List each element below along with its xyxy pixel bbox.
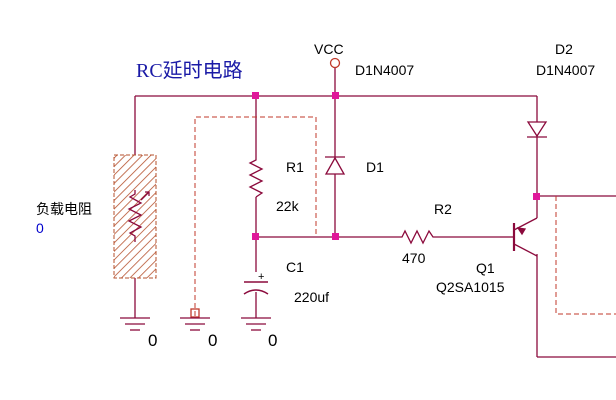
node-r1-top (252, 92, 259, 99)
d2-name: D2 (555, 41, 573, 57)
c1-capacitor (243, 281, 269, 295)
load-resistor (113, 154, 157, 279)
node-d2-bottom (533, 193, 540, 200)
circuit-title: RC延时电路 (136, 59, 243, 82)
load-resistor-name: 负载电阻 (36, 201, 92, 217)
d1-name: D1 (366, 159, 384, 175)
dashed-outlines (194, 116, 616, 316)
vcc-label: VCC (314, 41, 344, 57)
r1-resistor (248, 156, 264, 198)
d2-part-label: D1N4007 (536, 62, 595, 78)
load-resistor-body (113, 154, 157, 279)
ground-load-icon (120, 317, 150, 331)
r1-value: 22k (276, 198, 300, 214)
load-resistor-arrowhead (145, 191, 150, 196)
c1-name: C1 (286, 259, 304, 275)
c1-bottom-plate (243, 289, 269, 295)
q1-transistor-icon (500, 196, 538, 257)
d2-diode-icon (526, 121, 548, 138)
r2-resistor (398, 229, 435, 245)
r1-name: R1 (286, 159, 304, 175)
c1-polarity: + (258, 271, 264, 283)
r2-value: 470 (402, 250, 426, 266)
wires (134, 68, 616, 358)
vcc-part-label: D1N4007 (355, 62, 414, 78)
load-resistor-value: 0 (36, 220, 44, 236)
capacitor-outline (194, 116, 317, 316)
ground-c1-icon (241, 317, 271, 331)
d1-diode-icon (324, 156, 346, 175)
load-resistor-arrow (140, 191, 150, 201)
node-d1-bottom (332, 233, 339, 240)
junction-nodes (252, 92, 540, 240)
node-rc (252, 233, 259, 240)
ground-mid-label: 0 (208, 331, 217, 350)
vcc-terminal-icon (329, 57, 341, 69)
ground-c1-label: 0 (268, 331, 277, 350)
node-vcc (332, 92, 339, 99)
c1-value: 220uf (294, 289, 329, 305)
relay-outline (555, 196, 616, 315)
load-resistor-zigzag (127, 190, 143, 242)
ground-mid-icon (180, 308, 210, 331)
q1-name: Q1 (476, 260, 495, 276)
q1-part-label: Q2SA1015 (436, 279, 505, 295)
r2-name: R2 (434, 201, 452, 217)
ground-load-label: 0 (148, 331, 157, 350)
